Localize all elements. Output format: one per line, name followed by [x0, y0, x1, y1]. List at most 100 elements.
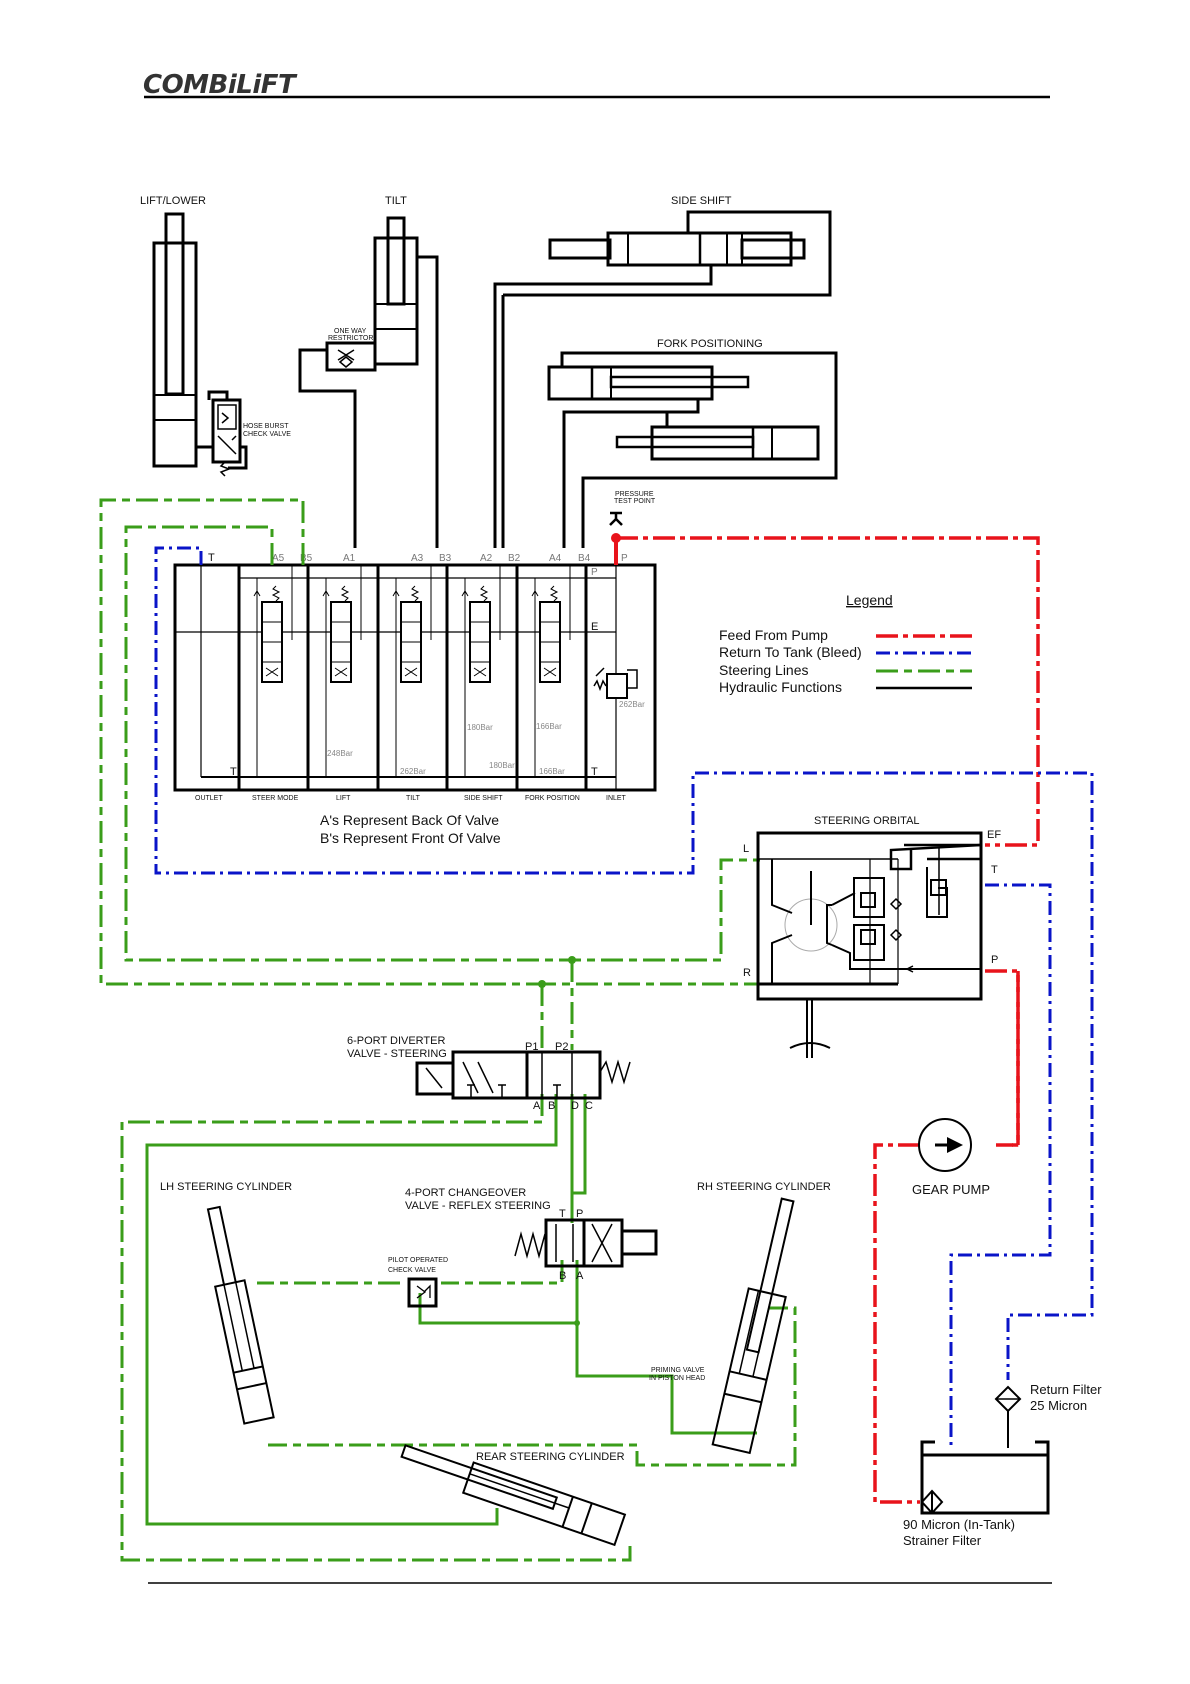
diverter-port-a: A	[533, 1100, 541, 1112]
lift-barrel	[152, 241, 198, 468]
port-a5: A5	[272, 553, 285, 564]
steering-orbital: STEERING ORBITAL L R EF T P	[743, 815, 1001, 1058]
control-valve-block: T A5 B5 A1 A3 B3 A2 B2 A4 B4 P P E T T 2…	[173, 552, 657, 846]
changeover-title-1: 4-PORT CHANGEOVER	[405, 1187, 526, 1199]
lift-lower-cylinder: LIFT/LOWER HOSE BURST CHECK VALVE	[140, 195, 291, 477]
strainer-label-2: Strainer Filter	[903, 1533, 982, 1548]
port-p: P	[621, 553, 628, 564]
fork-positioning-cylinders: FORK POSITIONING	[547, 338, 838, 548]
port-a1: A1	[343, 553, 356, 564]
lift-rod	[164, 212, 185, 396]
section-outlet: OUTLET	[195, 795, 223, 802]
tilt-cylinder: TILT ONE WAY RESTRICTOR	[298, 195, 439, 548]
relief-side-shift-lower: 180Bar	[489, 761, 515, 770]
rh-cylinder-label: RH STEERING CYLINDER	[697, 1181, 831, 1193]
priming-valve-label-1: PRIMING VALVE	[651, 1367, 705, 1374]
diverter-valve: 6-PORT DIVERTER VALVE - STEERING P1 P2 A…	[347, 1035, 631, 1112]
spool-group	[253, 565, 571, 777]
tank-outline	[920, 1440, 1050, 1515]
port-t: T	[208, 552, 215, 564]
spring-icon	[593, 667, 607, 692]
tilt-label: TILT	[385, 195, 407, 207]
diverter-port-p2: P2	[555, 1041, 568, 1053]
pressure-test-point: PRESSURE TEST POINT	[609, 491, 656, 543]
port-a3: A3	[411, 553, 424, 564]
orbital-port-l: L	[743, 843, 749, 855]
changeover-port-b: B	[559, 1270, 566, 1282]
pilot-check-label-1: PILOT OPERATED	[388, 1257, 448, 1264]
orbital-port-p: P	[991, 954, 998, 966]
changeover-solenoid	[620, 1229, 658, 1256]
gear-pump-label: GEAR PUMP	[912, 1182, 990, 1197]
changeover-valve: 4-PORT CHANGEOVER VALVE - REFLEX STEERIN…	[405, 1187, 658, 1282]
return-filter-label-1: Return Filter	[1030, 1382, 1102, 1397]
diverter-port-b: B	[548, 1100, 555, 1112]
hose-burst-label-2: CHECK VALVE	[243, 431, 291, 438]
orbital-port-t: T	[991, 864, 998, 876]
gear-pump: GEAR PUMP	[912, 1118, 990, 1197]
spring-icon	[514, 1231, 546, 1259]
port-b5: B5	[300, 553, 313, 564]
rear-steering-cylinder: REAR STEERING CYLINDER	[400, 1444, 627, 1547]
steering-wheel-icon	[789, 1042, 831, 1049]
port-a4: A4	[549, 553, 562, 564]
orbital-housing	[756, 831, 983, 1001]
section-tilt: TILT	[406, 795, 421, 802]
lh-steering-cylinder: LH STEERING CYLINDER	[160, 1181, 292, 1425]
relief-lift: 248Bar	[327, 749, 353, 758]
port-b3: B3	[439, 553, 452, 564]
inlet-relief-valve	[606, 673, 628, 699]
orbital-port-ef: EF	[987, 829, 1001, 841]
diverter-port-c: C	[585, 1100, 593, 1112]
legend-item-hydraulic: Hydraulic Functions	[719, 679, 972, 695]
diverter-title-2: VALVE - STEERING	[347, 1048, 447, 1060]
inner-t-left: T	[230, 766, 237, 778]
section-steer-mode: STEER MODE	[252, 795, 299, 802]
pilot-check-valve: PILOT OPERATED CHECK VALVE	[388, 1257, 448, 1308]
header: COMBiLiFT	[143, 70, 1050, 100]
port-b4: B4	[578, 553, 591, 564]
relief-inlet: 262Bar	[619, 700, 645, 709]
legend: Legend Feed From Pump Return To Tank (Bl…	[719, 592, 972, 695]
port-b2: B2	[508, 553, 521, 564]
diverter-title-1: 6-PORT DIVERTER	[347, 1035, 445, 1047]
section-side-shift: SIDE SHIFT	[464, 795, 503, 802]
priming-valve-label-2: IN PISTON HEAD	[649, 1375, 705, 1382]
diverter-port-d: D	[571, 1100, 579, 1112]
side-shift-cylinder: SIDE SHIFT	[493, 195, 832, 548]
spool-symbol	[531, 565, 571, 777]
one-way-label-2: RESTRICTOR	[328, 335, 373, 342]
rear-cylinder-label: REAR STEERING CYLINDER	[476, 1451, 625, 1463]
pilot-check-body	[407, 1277, 438, 1308]
brand-logo: COMBiLiFT	[143, 70, 298, 100]
tilt-barrel	[373, 236, 419, 366]
return-lines	[154, 546, 1094, 1445]
relief-side-shift-upper: 180Bar	[467, 723, 493, 732]
one-way-restrictor	[325, 341, 377, 372]
hydraulic-tank: Return Filter 25 Micron 90 Micron (In-Ta…	[903, 1382, 1102, 1548]
section-fork-position: FORK POSITION	[525, 795, 580, 802]
legend-title: Legend	[846, 592, 893, 608]
spool-symbol	[461, 565, 501, 777]
strainer-label-1: 90 Micron (In-Tank)	[903, 1517, 1015, 1532]
spool-symbol	[322, 565, 362, 777]
side-shift-label: SIDE SHIFT	[671, 195, 732, 207]
valve-note-b: B's Represent Front Of Valve	[320, 830, 501, 846]
return-filter-label-2: 25 Micron	[1030, 1398, 1087, 1413]
inner-e: E	[591, 621, 598, 633]
valve-block-outline	[173, 563, 657, 792]
changeover-port-a: A	[576, 1270, 584, 1282]
inner-t-right: T	[591, 766, 598, 778]
spool-symbol	[253, 565, 293, 777]
pressure-test-label-2: TEST POINT	[614, 498, 656, 505]
feed-lines	[614, 536, 1040, 1504]
port-a2: A2	[480, 553, 493, 564]
spool-symbol	[392, 565, 432, 777]
inner-p: P	[591, 567, 598, 578]
section-lift: LIFT	[336, 795, 351, 802]
section-inlet: INLET	[606, 795, 627, 802]
legend-label-steering: Steering Lines	[719, 662, 809, 678]
strainer-filter-icon	[920, 1489, 944, 1515]
valve-note-a: A's Represent Back Of Valve	[320, 812, 499, 828]
